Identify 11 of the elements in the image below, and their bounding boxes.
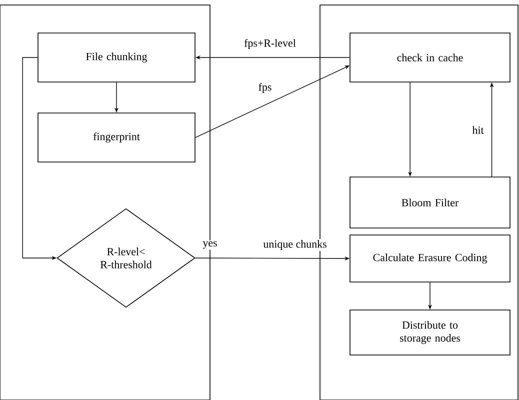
process-box: fingerprint (38, 112, 196, 162)
process-box: check in cache (350, 32, 510, 82)
edge-label: fps (257, 82, 273, 94)
process-box: Distribute to storage nodes (350, 310, 510, 356)
process-box: Bloom Filter (350, 176, 510, 228)
process-box: Calculate Erasure Coding (350, 234, 510, 282)
edge-label: fps+R-level (243, 38, 297, 50)
branch-label: yes (202, 240, 218, 250)
edge-label: hit (471, 125, 485, 135)
process-box: File chunking (38, 32, 196, 82)
edge-label: unique chunks (262, 239, 328, 251)
